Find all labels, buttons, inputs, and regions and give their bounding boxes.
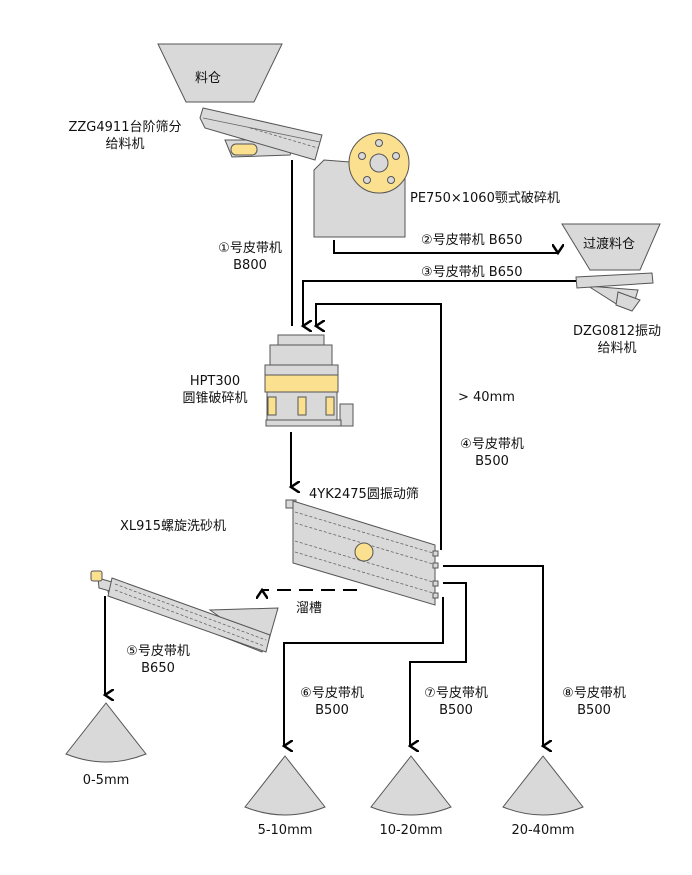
step-feeder-label-line2: 给料机: [105, 137, 145, 152]
transfer-bin: [561, 223, 661, 271]
product-label-0-5: 0-5mm: [82, 773, 130, 788]
cone-crusher: [264, 334, 354, 427]
conveyor-8-line: [443, 565, 543, 746]
conveyor-4-line: [316, 303, 442, 550]
conveyor-2-line: [333, 240, 558, 253]
sand-washer: [90, 570, 279, 653]
vibrating-feeder: [575, 272, 654, 312]
conveyor-5-name: ⑤号皮带机: [126, 644, 190, 659]
conveyor-3-line: [303, 280, 576, 326]
step-screening-feeder: [199, 107, 323, 161]
cone-crusher-label-line2: 圆锥破碎机: [182, 391, 248, 406]
step-feeder-label-line1: ZZG4911台阶筛分: [68, 120, 182, 135]
conveyor-7-label: ⑦号皮带机 B500: [416, 685, 496, 719]
conveyor-6-width: B500: [315, 703, 349, 718]
conveyor-1-name: ①号皮带机: [218, 241, 282, 256]
product-pile-10-20: [370, 755, 452, 816]
conveyor-8-label: ⑧号皮带机 B500: [554, 685, 634, 719]
product-label-5-10: 5-10mm: [257, 823, 313, 838]
chute-label: 溜槽: [296, 601, 323, 616]
cone-crusher-label-line1: HPT300: [189, 374, 241, 389]
conveyor-7-line: [410, 582, 467, 746]
conveyor-5-width: B650: [141, 661, 175, 676]
conveyor-2-label: ②号皮带机 B650: [421, 233, 523, 248]
vibrating-screen: [285, 499, 439, 606]
step-feeder-label: ZZG4911台阶筛分 给料机: [60, 119, 190, 153]
vibrating-screen-label: 4YK2475圆振动筛: [309, 487, 419, 502]
feed-hopper: [157, 43, 283, 103]
vibrating-feeder-label-line2: 给料机: [597, 341, 637, 356]
vibrating-feeder-label: DZG0812振动 给料机: [562, 323, 672, 357]
jaw-crusher-label: PE750×1060颚式破碎机: [410, 191, 560, 206]
product-pile-20-40: [502, 755, 584, 816]
sand-washer-label: XL915螺旋洗砂机: [120, 519, 226, 534]
conveyor-6-line: [284, 597, 444, 746]
oversize-label: > 40mm: [458, 390, 515, 405]
conveyor-3-label: ③号皮带机 B650: [421, 265, 523, 280]
product-pile-5-10: [244, 755, 326, 816]
product-label-20-40: 20-40mm: [511, 823, 575, 838]
cone-crusher-label: HPT300 圆锥破碎机: [168, 373, 262, 407]
conveyor-4-name: ④号皮带机: [460, 437, 524, 452]
vibrating-feeder-label-line1: DZG0812振动: [572, 324, 662, 339]
conveyor-7-name: ⑦号皮带机: [424, 686, 488, 701]
conveyor-1-label: ①号皮带机 B800: [210, 240, 290, 274]
conveyor-4-width: B500: [475, 454, 509, 469]
conveyor-5-label: ⑤号皮带机 B650: [118, 643, 198, 677]
conveyor-6-name: ⑥号皮带机: [300, 686, 364, 701]
conveyor-8-name: ⑧号皮带机: [562, 686, 626, 701]
product-label-10-20: 10-20mm: [379, 823, 443, 838]
conveyor-1-width: B800: [233, 258, 267, 273]
conveyor-4-label: ④号皮带机 B500: [452, 436, 532, 470]
feed-hopper-label: 料仓: [195, 71, 222, 86]
conveyor-7-width: B500: [439, 703, 473, 718]
transfer-bin-label: 过渡料仓: [583, 237, 636, 252]
product-pile-0-5: [65, 702, 147, 763]
jaw-crusher: [313, 132, 410, 238]
conveyor-8-width: B500: [577, 703, 611, 718]
conveyor-6-label: ⑥号皮带机 B500: [292, 685, 372, 719]
